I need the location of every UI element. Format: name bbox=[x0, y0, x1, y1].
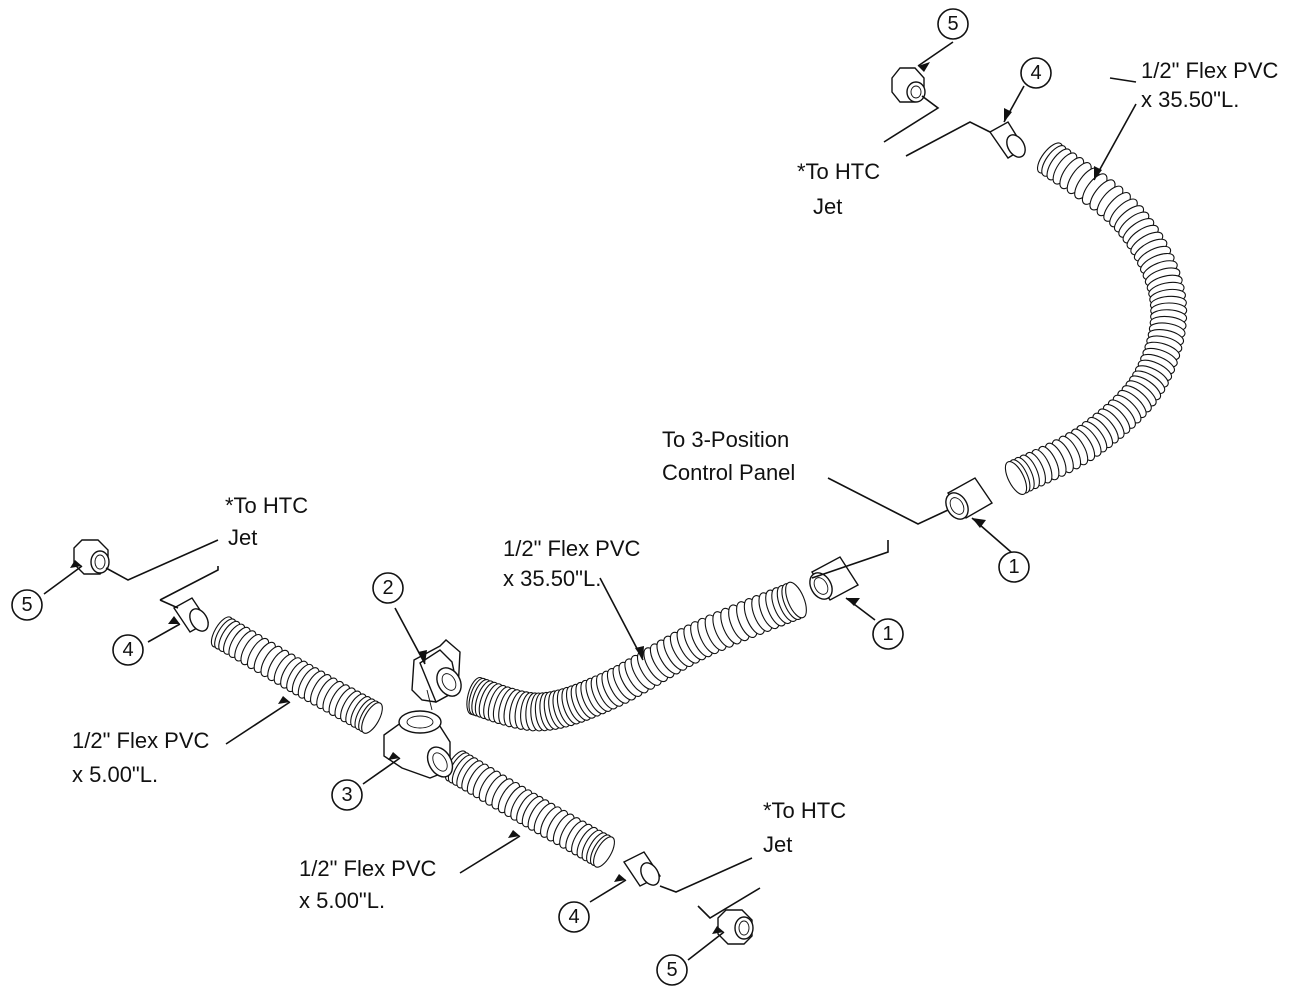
arrowheads bbox=[70, 62, 1102, 934]
callout-top-coupling-number: 4 bbox=[1030, 62, 1041, 84]
callout-elbow-number: 2 bbox=[382, 577, 393, 599]
callout-top-cap-number: 5 bbox=[947, 13, 958, 35]
callout-mid-coupling: 1 bbox=[872, 618, 904, 650]
callout-top-cap: 5 bbox=[937, 8, 969, 40]
callout-tee: 3 bbox=[331, 779, 363, 811]
left-coupling-fitting bbox=[172, 597, 210, 633]
callout-left-cap: 5 bbox=[11, 589, 43, 621]
callout-right-coupling-number: 1 bbox=[1008, 556, 1019, 578]
callout-left-coupling: 4 bbox=[112, 634, 144, 666]
callout-elbow: 2 bbox=[372, 572, 404, 604]
bottom-cap-fitting bbox=[717, 909, 754, 945]
left-htc-label-line1: *To HTC bbox=[225, 493, 308, 518]
hose-rib bbox=[1004, 461, 1028, 495]
callout-right-coupling: 1 bbox=[998, 551, 1030, 583]
top-htc-label-line1: *To HTC bbox=[797, 159, 880, 184]
short-hose-upper-label-line2: x 5.00"L. bbox=[72, 762, 158, 787]
middle-coupling-fitting bbox=[809, 556, 859, 601]
long-hose-mid-label-line1: 1/2" Flex PVC bbox=[503, 536, 641, 561]
hose-rib bbox=[593, 836, 615, 868]
long-flex-hose-middle bbox=[466, 581, 807, 732]
short-hose-lower-label-line1: 1/2" Flex PVC bbox=[299, 856, 437, 881]
long-flex-hose-top bbox=[1004, 142, 1188, 495]
bottom-htc-label-line2: Jet bbox=[763, 832, 792, 857]
left-cap-fitting bbox=[73, 539, 110, 575]
callout-bottom-cap: 5 bbox=[656, 954, 688, 986]
long-hose-top-label-line2: x 35.50"L. bbox=[1141, 87, 1239, 112]
callout-mid-coupling-number: 1 bbox=[882, 623, 893, 645]
short-flex-hose-lower bbox=[444, 750, 615, 868]
short-hose-upper-label-line1: 1/2" Flex PVC bbox=[72, 728, 210, 753]
top-cap-fitting bbox=[891, 67, 926, 103]
callout-tee-number: 3 bbox=[341, 784, 352, 806]
callout-bottom-coupling-number: 4 bbox=[568, 906, 579, 928]
callout-left-coupling-number: 4 bbox=[122, 639, 133, 661]
short-flex-hose-upper bbox=[210, 616, 383, 734]
bottom-coupling-fitting bbox=[622, 851, 662, 887]
left-htc-label-line2: Jet bbox=[228, 525, 257, 550]
hose-rib bbox=[361, 702, 383, 734]
tee-fitting bbox=[383, 710, 454, 779]
top-htc-label-line2: Jet bbox=[813, 194, 842, 219]
callout-bottom-cap-number: 5 bbox=[666, 959, 677, 981]
callout-bottom-coupling: 4 bbox=[558, 901, 590, 933]
control-panel-label-line2: Control Panel bbox=[662, 460, 795, 485]
callout-left-cap-number: 5 bbox=[21, 594, 32, 616]
bottom-htc-label-line1: *To HTC bbox=[763, 798, 846, 823]
hoses-group bbox=[210, 142, 1188, 868]
short-hose-lower-label-line2: x 5.00"L. bbox=[299, 888, 385, 913]
long-hose-mid-label-line2: x 35.50"L. bbox=[503, 566, 601, 591]
hose-rib bbox=[785, 581, 807, 619]
leader-lines bbox=[43, 41, 1137, 961]
right-coupling-fitting bbox=[945, 477, 994, 520]
long-hose-top-label-line1: 1/2" Flex PVC bbox=[1141, 58, 1279, 83]
connection-lines bbox=[105, 95, 991, 920]
top-coupling-fitting bbox=[988, 121, 1026, 159]
control-panel-label-line1: To 3-Position bbox=[662, 427, 789, 452]
callout-top-coupling: 4 bbox=[1020, 57, 1052, 89]
elbow-fitting bbox=[411, 639, 462, 711]
